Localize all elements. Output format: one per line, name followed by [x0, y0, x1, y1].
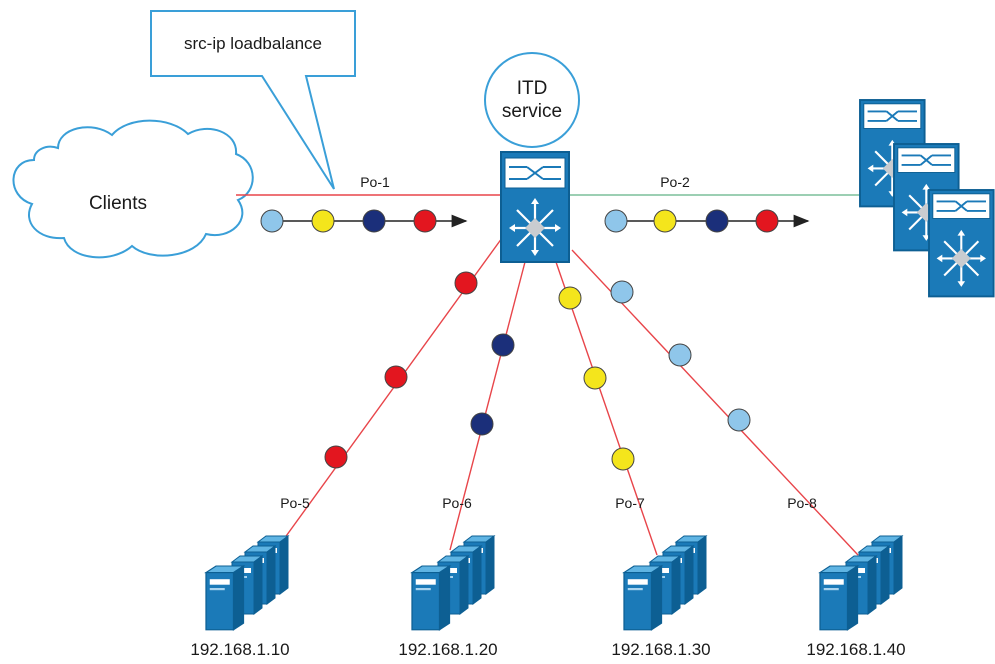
packet-navy	[705, 209, 729, 233]
itd-service-line1: ITD	[517, 78, 548, 99]
packet-navy	[491, 333, 515, 357]
packet-yellow	[653, 209, 677, 233]
server-stack-icon-2	[411, 535, 495, 631]
link-label-po5: Po-5	[280, 495, 310, 511]
packet-navy	[470, 412, 494, 436]
packet-light-blue	[727, 408, 751, 432]
itd-switch-icon	[500, 151, 570, 263]
po6-packets	[470, 333, 515, 436]
packet-yellow	[311, 209, 335, 233]
itd-service-circle	[484, 52, 580, 148]
egress-packet-flow	[604, 209, 810, 233]
server-stack-icon-4	[819, 535, 903, 631]
clients-label: Clients	[89, 193, 147, 214]
packet-light-blue	[604, 209, 628, 233]
destination-switch-stack-icon	[858, 98, 995, 298]
clients-cloud	[12, 119, 254, 259]
packet-yellow	[611, 447, 635, 471]
server-stack-icon-3	[623, 535, 707, 631]
link-label-po8: Po-8	[787, 495, 817, 511]
link-label-po2: Po-2	[660, 174, 690, 190]
packet-light-blue	[610, 280, 634, 304]
server-ip-2: 192.168.1.20	[398, 640, 497, 659]
ingress-packet-flow	[260, 209, 468, 233]
packet-red	[413, 209, 437, 233]
packet-yellow	[558, 286, 582, 310]
link-label-po7: Po-7	[615, 495, 645, 511]
po8-packets	[610, 280, 751, 432]
link-po7	[555, 261, 658, 556]
po7-packets	[558, 286, 635, 471]
server-ip-1: 192.168.1.10	[190, 640, 289, 659]
packet-light-blue	[260, 209, 284, 233]
callout-text: src-ip loadbalance	[184, 34, 322, 53]
server-ip-3: 192.168.1.30	[611, 640, 710, 659]
callout-bubble	[150, 10, 356, 190]
packet-red	[454, 271, 478, 295]
itd-service-line2: service	[502, 101, 562, 122]
link-label-po6: Po-6	[442, 495, 472, 511]
packet-navy	[362, 209, 386, 233]
server-ip-4: 192.168.1.40	[806, 640, 905, 659]
link-label-po1: Po-1	[360, 174, 390, 190]
po5-packets	[324, 271, 478, 469]
packet-red	[755, 209, 779, 233]
packet-light-blue	[668, 343, 692, 367]
server-stack-icon-1	[205, 535, 289, 631]
link-po6	[449, 261, 526, 551]
packet-red	[384, 365, 408, 389]
packet-yellow	[583, 366, 607, 390]
packet-red	[324, 445, 348, 469]
